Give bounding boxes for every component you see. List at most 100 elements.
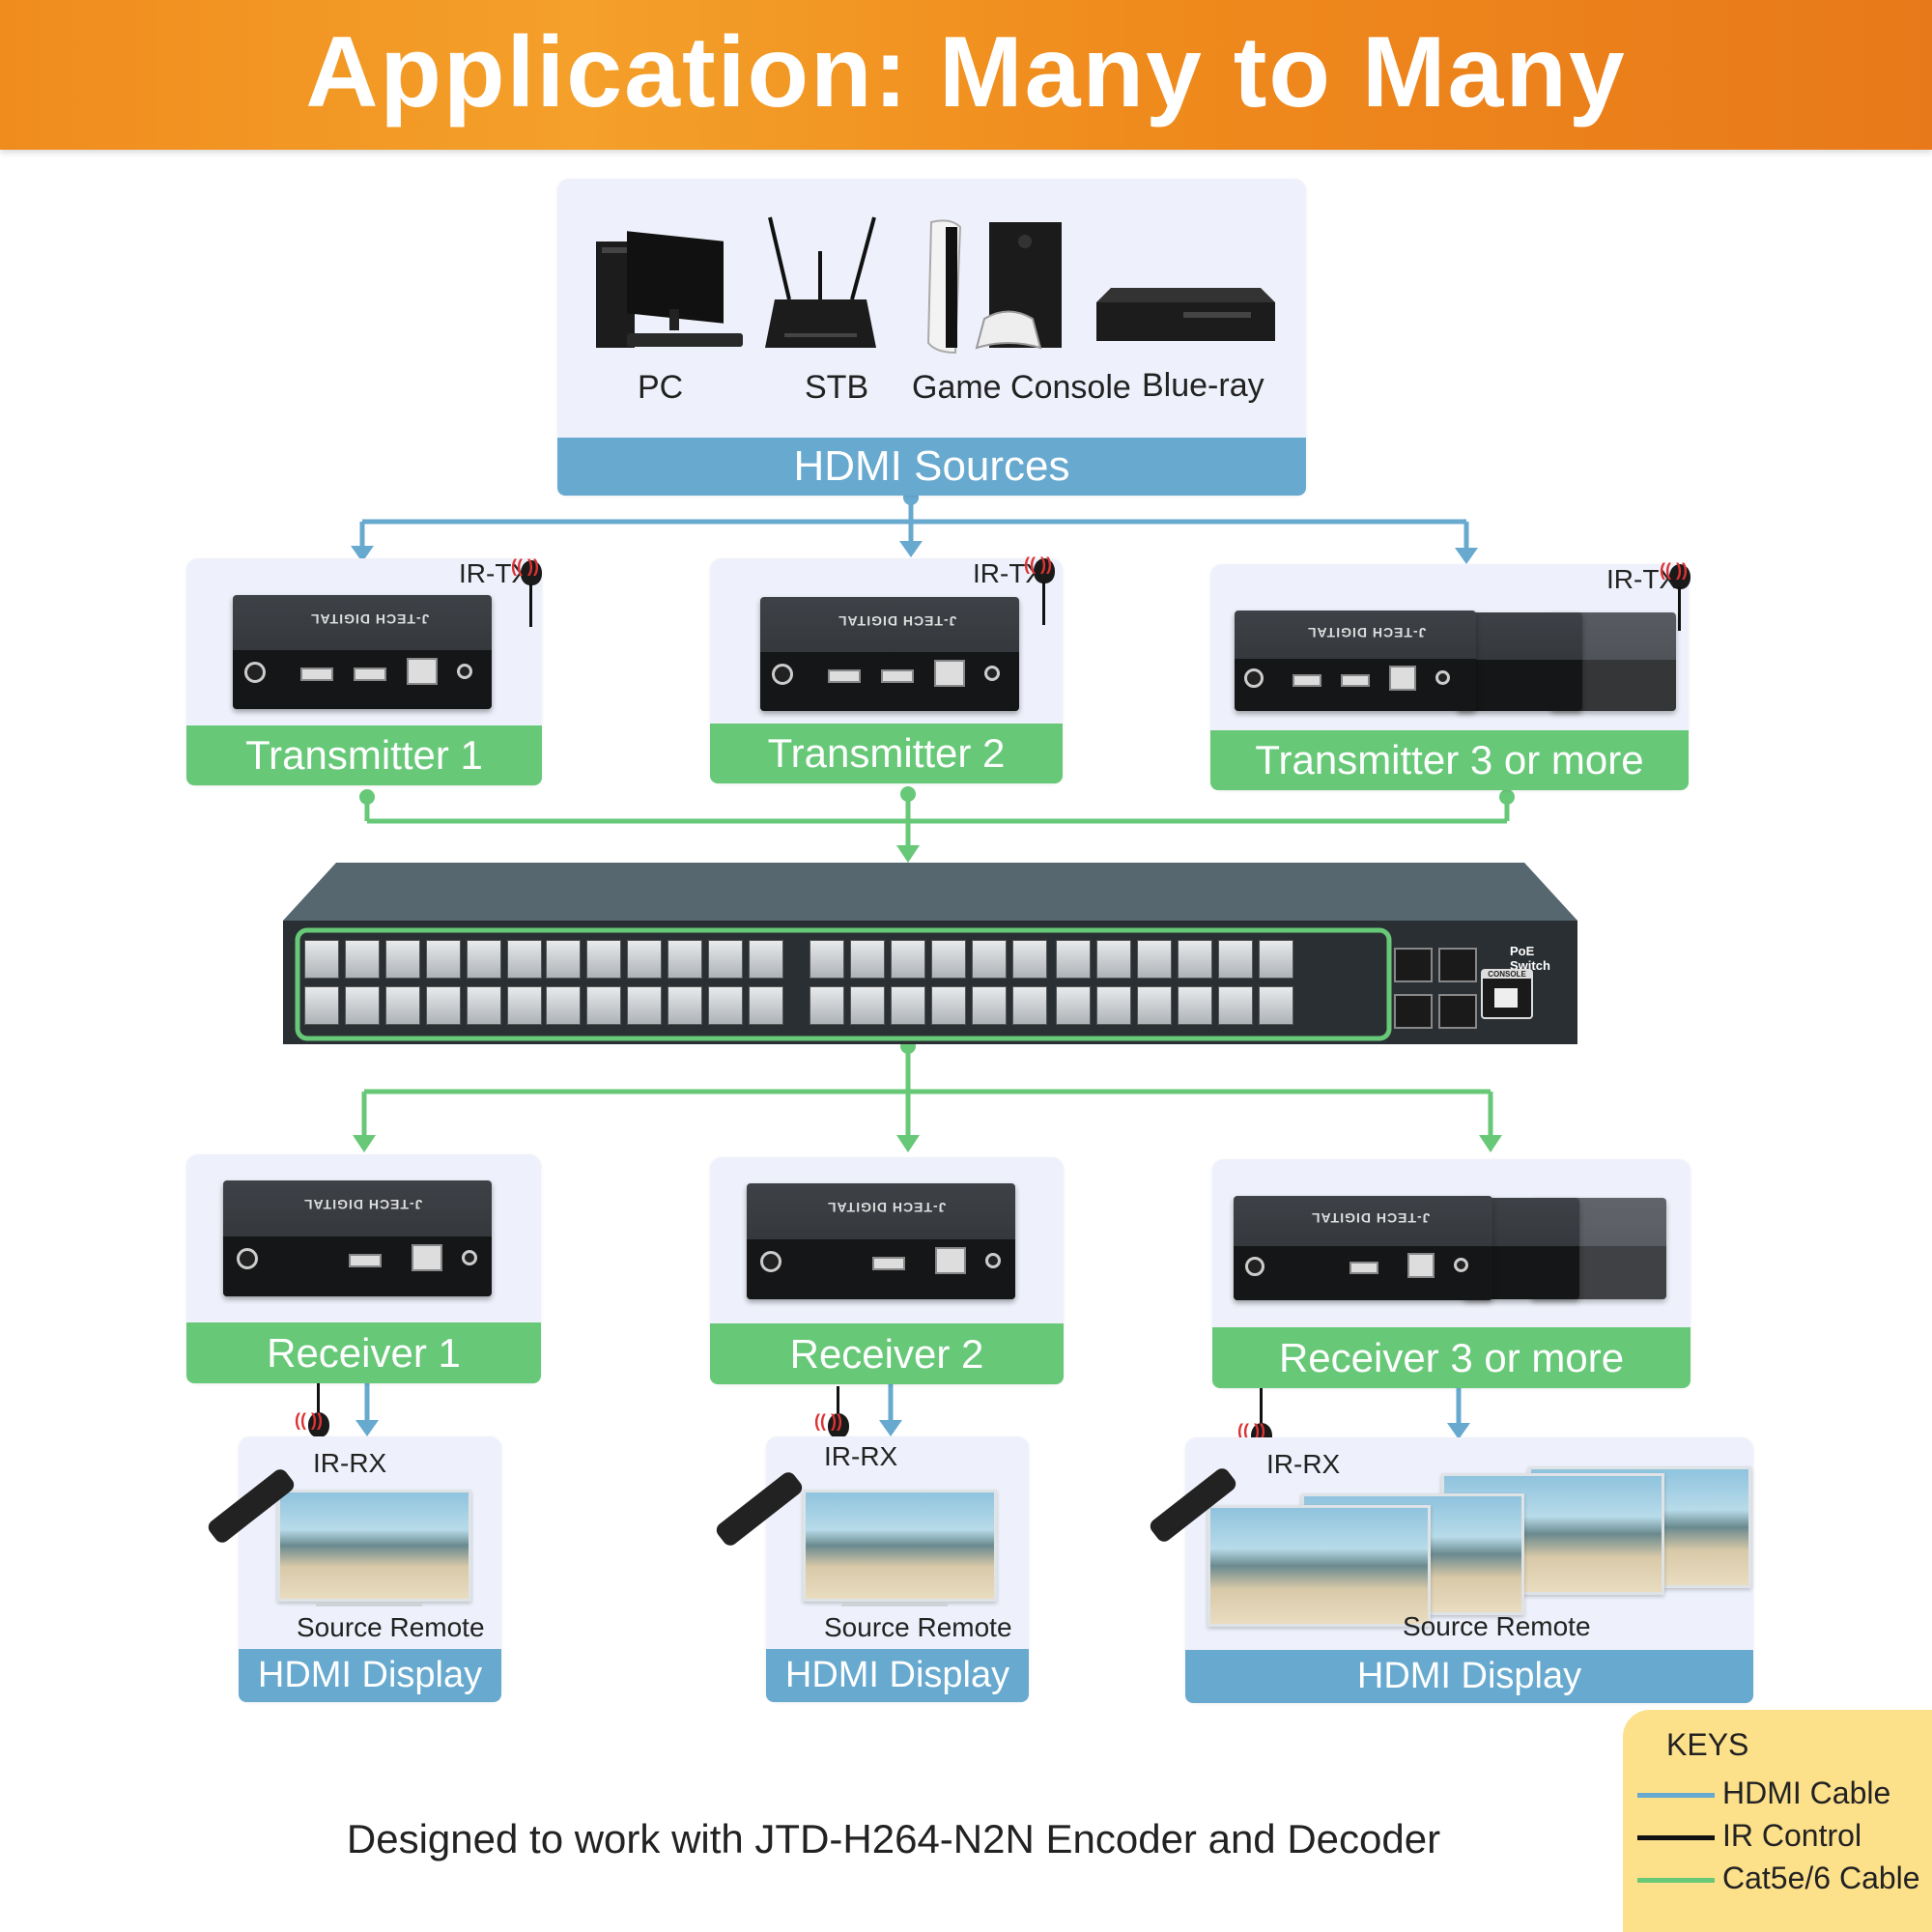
ethernet-port	[1259, 986, 1293, 1025]
console-jack	[1494, 988, 1518, 1008]
tv-screen-icon	[803, 1490, 997, 1602]
ir-tx-label-2: IR-TX	[973, 558, 1044, 588]
ethernet-port	[467, 940, 501, 979]
ethernet-port	[668, 940, 702, 979]
ir-cable	[837, 1386, 839, 1417]
transmitter-bar-3: Transmitter 3 or more	[1210, 730, 1689, 790]
ethernet-port	[931, 986, 966, 1025]
ethernet-port	[891, 940, 925, 979]
legend-label-ir: IR Control	[1722, 1818, 1862, 1853]
ir-rx-label-1: IR-RX	[313, 1448, 387, 1478]
ethernet-port	[546, 940, 581, 979]
ir-signal-icon: (( ))	[1024, 554, 1052, 574]
receiver-device-2: J-TECH DIGITAL	[747, 1183, 1015, 1299]
transmitter-device-2: J-TECH DIGITAL	[760, 597, 1019, 711]
display-panel-2: IR-RX Source Remote HDMI Display	[713, 1436, 1029, 1702]
ir-cable	[529, 583, 532, 627]
ethernet-port	[1259, 940, 1293, 979]
ethernet-port	[426, 986, 461, 1025]
ethernet-port	[708, 940, 743, 979]
brand-logo: J-TECH DIGITAL	[303, 1196, 423, 1212]
ethernet-port	[850, 940, 885, 979]
sfp-port	[1438, 994, 1477, 1029]
ir-rx-jack	[1454, 1257, 1468, 1272]
source-label-pc: PC	[638, 369, 684, 406]
sources-panel: PC STB Game Console Blue-ray HDMI Source…	[557, 179, 1306, 496]
display-bar-2: HDMI Display	[766, 1649, 1029, 1702]
ethernet-port	[586, 940, 621, 979]
legend-swatch-cat	[1637, 1878, 1715, 1883]
ethernet-port	[1056, 940, 1091, 979]
ir-receiver-icon	[828, 1413, 849, 1438]
device-front-panel	[1457, 659, 1582, 711]
hdmi-out-port	[828, 668, 861, 683]
brand-logo: J-TECH DIGITAL	[827, 1199, 947, 1215]
power-jack	[772, 663, 793, 685]
transmitter-device-1: J-TECH DIGITAL	[233, 595, 492, 709]
tv-stand	[841, 1603, 948, 1606]
transmitter-panel-1: IR-TX (( )) J-TECH DIGITAL Transmitter 1	[186, 556, 542, 785]
ethernet-port	[1096, 986, 1131, 1025]
ethernet-port	[1218, 986, 1253, 1025]
receiver-device-3: J-TECH DIGITAL	[1234, 1196, 1492, 1300]
receiver-panel-2: J-TECH DIGITAL Receiver 2	[710, 1157, 1064, 1384]
sfp-port	[1394, 994, 1433, 1029]
keys-legend: KEYS HDMI Cable IR Control Cat5e/6 Cable	[1623, 1710, 1932, 1932]
sources-bar: HDMI Sources	[557, 438, 1306, 496]
hdmi-out-port	[872, 1256, 905, 1270]
ethernet-port	[507, 986, 542, 1025]
ir-tx-jack	[1435, 669, 1450, 685]
ethernet-port	[1178, 940, 1212, 979]
ethernet-port	[627, 940, 662, 979]
display-bar-1: HDMI Display	[239, 1649, 501, 1702]
poe-switch: PoE Switch CONSOLE	[283, 863, 1577, 1051]
ethernet-port	[1389, 665, 1416, 691]
ethernet-port	[586, 986, 621, 1025]
transmitter-panel-2: IR-TX (( )) J-TECH DIGITAL Transmitter 2	[710, 554, 1063, 783]
ir-tx-jack	[457, 663, 472, 679]
receiver-bar-1: Receiver 1	[186, 1322, 541, 1383]
cat-lines-transmitters	[359, 786, 1515, 863]
transmitter-bar-2: Transmitter 2	[710, 724, 1063, 783]
ethernet-port	[668, 986, 702, 1025]
device-front-panel	[760, 651, 1019, 711]
ir-cable	[1042, 582, 1045, 625]
hdmi-lines-displays	[355, 1383, 1470, 1439]
ethernet-port	[345, 986, 380, 1025]
ethernet-port	[304, 986, 339, 1025]
switch-port-grid	[283, 863, 1577, 1051]
ir-cable	[1678, 587, 1681, 631]
ethernet-port	[749, 986, 783, 1025]
device-front-panel	[1234, 1245, 1492, 1300]
source-remote-label-2: Source Remote	[824, 1612, 1012, 1642]
legend-swatch-ir	[1637, 1835, 1715, 1840]
ethernet-port	[850, 986, 885, 1025]
transmitter-device-3: J-TECH DIGITAL	[1235, 611, 1476, 711]
ethernet-port	[1137, 986, 1172, 1025]
display-panel-1: IR-RX Source Remote HDMI Display	[205, 1436, 501, 1702]
console-port: CONSOLE	[1481, 969, 1533, 1019]
tv-screen-icon	[1208, 1505, 1431, 1627]
receiver-panel-3: J-TECH DIGITAL Receiver 3 or more	[1212, 1159, 1690, 1388]
source-label-stb: STB	[805, 369, 869, 406]
hdmi-out-port	[1293, 673, 1321, 687]
game-console-icon	[926, 219, 1062, 355]
ethernet-port	[934, 659, 965, 687]
device-front-panel	[747, 1238, 1015, 1299]
power-jack	[760, 1250, 781, 1272]
receiver-device-1: J-TECH DIGITAL	[223, 1180, 492, 1296]
router-icon	[765, 216, 876, 348]
power-jack	[244, 661, 266, 683]
cat-lines-receivers	[353, 1038, 1502, 1152]
ethernet-port	[1096, 940, 1131, 979]
brand-logo: J-TECH DIGITAL	[838, 612, 957, 629]
keys-title: KEYS	[1666, 1727, 1749, 1762]
hdmi-lines-sources	[351, 490, 1478, 564]
ir-tx-label-3: IR-TX	[1606, 564, 1678, 594]
ethernet-port	[467, 986, 501, 1025]
ethernet-port	[1012, 986, 1047, 1025]
ir-tx-jack	[984, 665, 1000, 681]
source-remote-label-3: Source Remote	[1403, 1611, 1591, 1641]
ethernet-port	[810, 986, 844, 1025]
device-front-panel	[233, 649, 492, 709]
